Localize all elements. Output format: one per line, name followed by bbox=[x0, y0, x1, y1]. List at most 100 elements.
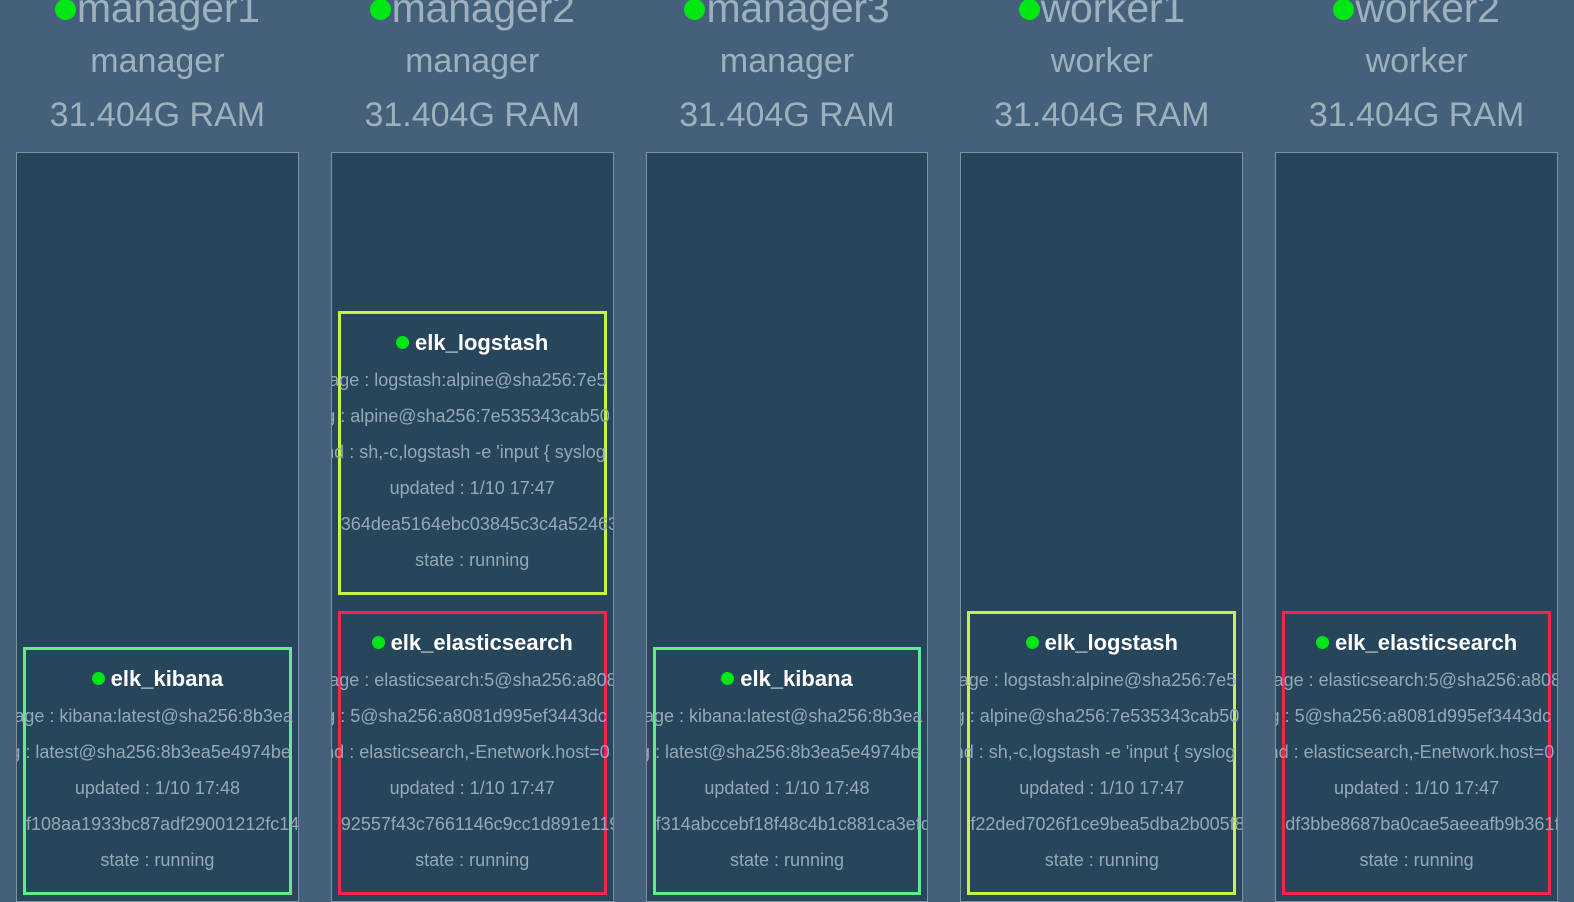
node-name-label: manager1 bbox=[76, 0, 260, 31]
node-ram-label: 31.404G RAM bbox=[679, 96, 895, 134]
node-header-manager3: manager3 manager 31.404G RAM bbox=[629, 0, 945, 152]
task-title: elk_elasticsearch bbox=[341, 626, 604, 660]
task-image-line: image : logstash:alpine@sha256:7e5 bbox=[330, 370, 607, 390]
task-state-line: state : running bbox=[729, 850, 845, 870]
node-header-manager1: manager1 manager 31.404G RAM bbox=[0, 0, 315, 152]
green-dot-icon bbox=[54, 0, 76, 20]
node-name-label: worker1 bbox=[1040, 0, 1186, 31]
task-hash-line: f22ded7026f1ce9bea5dba2b005f862 bbox=[970, 814, 1244, 834]
green-dot-icon bbox=[1333, 0, 1355, 20]
node-name-label: manager2 bbox=[391, 0, 575, 31]
green-dot-icon bbox=[369, 0, 391, 20]
green-dot-icon bbox=[721, 672, 735, 685]
node-column-worker2: worker2 worker 31.404G RAM elk_elasticsearc… bbox=[1259, 0, 1574, 902]
task-state-line: state : running bbox=[1359, 850, 1474, 870]
task-state-line: state : running bbox=[415, 550, 530, 570]
green-dot-icon bbox=[371, 636, 385, 649]
task-name-label: elk_logstash bbox=[1044, 630, 1178, 655]
node-role-label: worker bbox=[1365, 42, 1468, 80]
task-title: elk_logstash bbox=[341, 326, 604, 360]
task-tag-line: tag : 5@sha256:a8081d995ef3443dc bbox=[330, 706, 607, 726]
task-state-line: state : running bbox=[415, 850, 530, 870]
node-role-label: manager bbox=[719, 42, 855, 80]
task-cmd-line: cmd : elasticsearch,-Enetwork.host=0 bbox=[1275, 742, 1555, 762]
task-name-label: elk_elasticsearch bbox=[1334, 630, 1518, 655]
node-ram-label: 31.404G RAM bbox=[1308, 96, 1525, 134]
task-name-label: elk_elasticsearch bbox=[390, 630, 573, 655]
task-cmd-line: cmd : elasticsearch,-Enetwork.host=0 bbox=[330, 742, 610, 762]
green-dot-icon bbox=[1018, 0, 1040, 20]
task-hash-line: 364dea5164ebc03845c3c4a524633d bbox=[340, 514, 614, 534]
green-dot-icon bbox=[91, 672, 105, 685]
task-image-line: image : kibana:latest@sha256:8b3ea bbox=[645, 706, 923, 726]
task-hash-line: 92557f43c7661146c9cc1d891e11911 bbox=[340, 814, 614, 834]
task-title: elk_elasticsearch bbox=[1285, 626, 1548, 660]
task-state-line: state : running bbox=[100, 850, 215, 870]
node-title: manager2 bbox=[319, 0, 626, 34]
task-updated-line: updated : 1/10 17:47 bbox=[1019, 778, 1185, 798]
node-title: manager1 bbox=[4, 0, 311, 34]
task-title: elk_kibana bbox=[26, 662, 289, 696]
task-image-line: image : logstash:alpine@sha256:7e5 bbox=[960, 670, 1237, 690]
task-hash-line: df3bbe8687ba0cae5aeeafb9b361f92 bbox=[1285, 814, 1558, 834]
task-title: elk_logstash bbox=[970, 626, 1233, 660]
task-tag-line: tag : 5@sha256:a8081d995ef3443dc bbox=[1275, 706, 1552, 726]
node-role-label: manager bbox=[405, 42, 540, 80]
task-updated-line: updated : 1/10 17:48 bbox=[74, 778, 240, 798]
node-title: worker2 bbox=[1263, 0, 1570, 34]
task-image-line: image : elasticsearch:5@sha256:a808 bbox=[330, 670, 614, 690]
green-dot-icon bbox=[1025, 636, 1039, 649]
task-updated-line: updated : 1/10 17:48 bbox=[704, 778, 870, 798]
task-hash-line: f314abccebf18f48c4b1c881ca3efd8e bbox=[655, 814, 929, 834]
task-state-line: state : running bbox=[1044, 850, 1159, 870]
node-ram-label: 31.404G RAM bbox=[994, 96, 1210, 134]
task-cmd-line: cmd : sh,-c,logstash -e 'input { syslog bbox=[960, 742, 1236, 762]
node-title: manager3 bbox=[634, 0, 941, 34]
node-header-worker2: worker2 worker 31.404G RAM bbox=[1259, 0, 1574, 152]
node-ram-label: 31.404G RAM bbox=[364, 96, 580, 134]
task-tag-line: tag : alpine@sha256:7e535343cab50 bbox=[960, 706, 1240, 726]
node-name-label: worker2 bbox=[1355, 0, 1500, 31]
task-updated-line: updated : 1/10 17:47 bbox=[1334, 778, 1500, 798]
task-tag-line: tag : alpine@sha256:7e535343cab50 bbox=[330, 406, 610, 426]
node-name-label: manager3 bbox=[706, 0, 890, 31]
green-dot-icon bbox=[684, 0, 706, 20]
node-ram-label: 31.404G RAM bbox=[49, 96, 266, 134]
task-image-line: image : elasticsearch:5@sha256:a808 bbox=[1275, 670, 1558, 690]
node-title: worker1 bbox=[948, 0, 1255, 34]
task-name-label: elk_logstash bbox=[415, 330, 549, 355]
task-updated-line: updated : 1/10 17:47 bbox=[389, 778, 555, 798]
task-tag-line: tag : latest@sha256:8b3ea5e4974be bbox=[16, 742, 291, 762]
task-updated-line: updated : 1/10 17:47 bbox=[389, 478, 555, 498]
green-dot-icon bbox=[396, 336, 410, 349]
task-image-line: image : kibana:latest@sha256:8b3ea bbox=[16, 706, 293, 726]
node-header-manager2: manager2 manager 31.404G RAM bbox=[314, 0, 630, 152]
green-dot-icon bbox=[1315, 636, 1329, 649]
task-hash-line: f108aa1933bc87adf29001212fc14d5 bbox=[26, 814, 299, 834]
task-title: elk_kibana bbox=[656, 662, 919, 696]
node-role-label: manager bbox=[90, 42, 225, 80]
task-tag-line: tag : latest@sha256:8b3ea5e4974be bbox=[645, 742, 921, 762]
task-name-label: elk_kibana bbox=[110, 666, 224, 691]
